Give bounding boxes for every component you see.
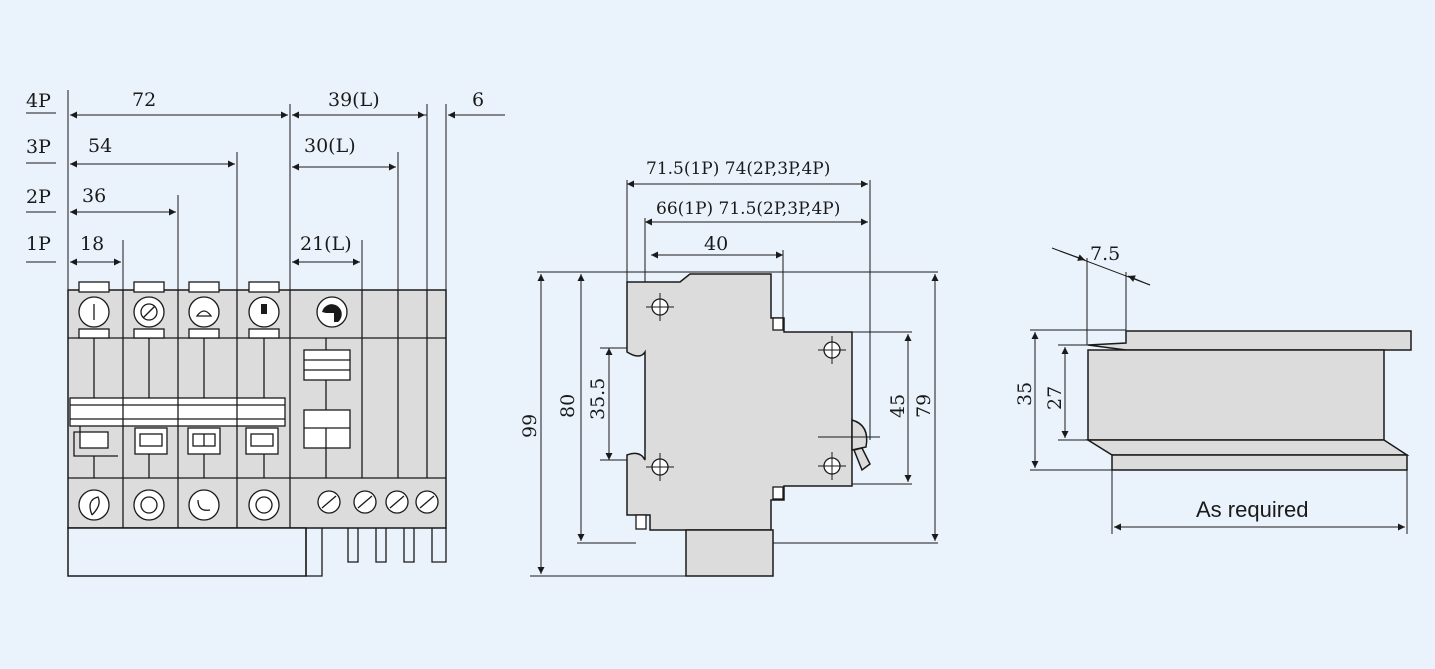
dim-40: 40 — [704, 233, 728, 255]
dim-35-5: 35.5 — [587, 378, 609, 420]
dim-35: 35 — [1014, 382, 1036, 406]
leakage-30: 30(L) — [304, 135, 356, 157]
dim-27: 27 — [1044, 386, 1066, 410]
bottom-screw-icon — [78, 489, 439, 521]
width-72: 72 — [132, 89, 156, 111]
width-18: 18 — [80, 233, 104, 255]
rail-view: 7.5 35 27 As required — [1014, 243, 1412, 534]
as-required-label: As required — [1196, 497, 1309, 522]
width-54: 54 — [88, 135, 112, 157]
top-screw-icon — [78, 296, 348, 328]
label-3p: 3P — [26, 136, 51, 158]
dim-7-5: 7.5 — [1090, 243, 1120, 265]
leakage-39: 39(L) — [328, 89, 380, 111]
mounting-hole-icon — [646, 293, 846, 481]
front-view: 4P 3P 2P 1P 72 54 36 18 39(L) 30(L) 21(L… — [26, 89, 505, 577]
label-2p: 2P — [26, 186, 51, 208]
leakage-21: 21(L) — [300, 233, 352, 255]
dim-80: 80 — [557, 394, 579, 418]
dim-66: 66(1P) 71.5(2P,3P,4P) — [656, 199, 840, 219]
width-36: 36 — [82, 185, 106, 207]
dim-79: 79 — [913, 394, 935, 418]
dim-71-5: 71.5(1P) 74(2P,3P,4P) — [646, 159, 830, 179]
side-view: 71.5(1P) 74(2P,3P,4P) 66(1P) 71.5(2P,3P,… — [519, 159, 939, 577]
extra-6: 6 — [472, 89, 484, 111]
label-4p: 4P — [26, 90, 51, 112]
label-1p: 1P — [26, 233, 51, 255]
dim-99: 99 — [519, 414, 541, 438]
dim-45: 45 — [887, 394, 909, 418]
